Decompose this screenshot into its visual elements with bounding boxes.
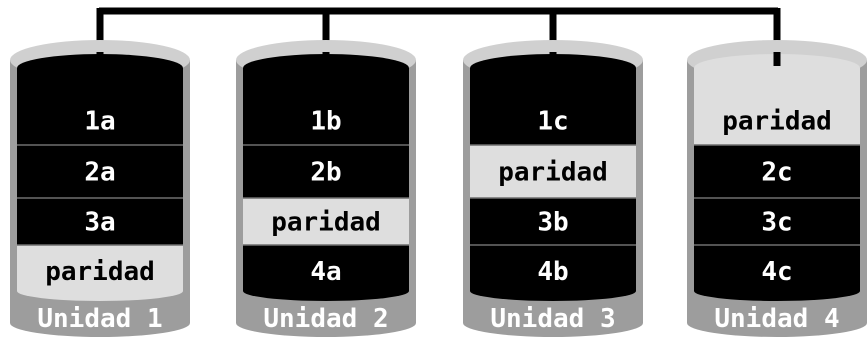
block-shape xyxy=(470,198,636,245)
data-block: 1c xyxy=(470,96,636,145)
block-shape xyxy=(243,96,409,145)
block-shape xyxy=(694,198,860,245)
block-shape xyxy=(470,145,636,198)
block-label: 1a xyxy=(84,107,115,137)
data-block: 4a xyxy=(243,244,409,301)
block-label: 4a xyxy=(310,257,341,287)
block-label: paridad xyxy=(45,257,155,287)
block-label: 3c xyxy=(761,208,792,238)
block-label: 1b xyxy=(310,107,341,137)
parity-block: paridad xyxy=(17,244,183,301)
cylinder-inner-top xyxy=(470,54,636,96)
data-block: 3a xyxy=(17,197,183,245)
unit-label: Unidad 1 xyxy=(37,304,162,334)
block-label: 4c xyxy=(761,257,792,287)
block-label: 1c xyxy=(537,107,568,137)
unit-label: Unidad 4 xyxy=(714,304,839,334)
data-block: 1a xyxy=(17,96,183,145)
block-shape xyxy=(694,245,860,301)
block-label: 3b xyxy=(537,208,568,238)
block-shape xyxy=(694,96,860,145)
block-shape xyxy=(243,145,409,198)
block-shape xyxy=(470,96,636,145)
block-label: paridad xyxy=(498,158,608,188)
parity-block: paridad xyxy=(470,144,636,198)
connector-lines xyxy=(96,7,781,66)
block-label: paridad xyxy=(271,208,381,238)
data-block: 1b xyxy=(243,96,409,145)
block-shape xyxy=(17,145,183,198)
block-label: 2c xyxy=(761,158,792,188)
block-shape xyxy=(243,198,409,245)
block-shape xyxy=(17,96,183,145)
data-block: 4b xyxy=(470,244,636,301)
parity-block: paridad xyxy=(694,96,860,145)
data-block: 3c xyxy=(694,197,860,245)
data-block: 3b xyxy=(470,197,636,245)
data-block: 2b xyxy=(243,144,409,198)
block-shape xyxy=(17,198,183,245)
block-label: 2a xyxy=(84,158,115,188)
block-label: 3a xyxy=(84,208,115,238)
cylinder-inner-top xyxy=(17,54,183,96)
block-shape xyxy=(470,245,636,301)
block-shape xyxy=(17,245,183,301)
unit-label: Unidad 3 xyxy=(490,304,615,334)
block-shape xyxy=(243,245,409,301)
block-label: paridad xyxy=(722,107,832,137)
parity-block: paridad xyxy=(243,197,409,245)
data-block: 4c xyxy=(694,244,860,301)
block-label: 4b xyxy=(537,257,568,287)
unit-label: Unidad 2 xyxy=(263,304,388,334)
data-block: 2c xyxy=(694,144,860,198)
cylinder-inner-top xyxy=(243,54,409,96)
block-label: 2b xyxy=(310,158,341,188)
cylinder-inner-top xyxy=(694,54,860,96)
block-shape xyxy=(694,145,860,198)
data-block: 2a xyxy=(17,144,183,198)
